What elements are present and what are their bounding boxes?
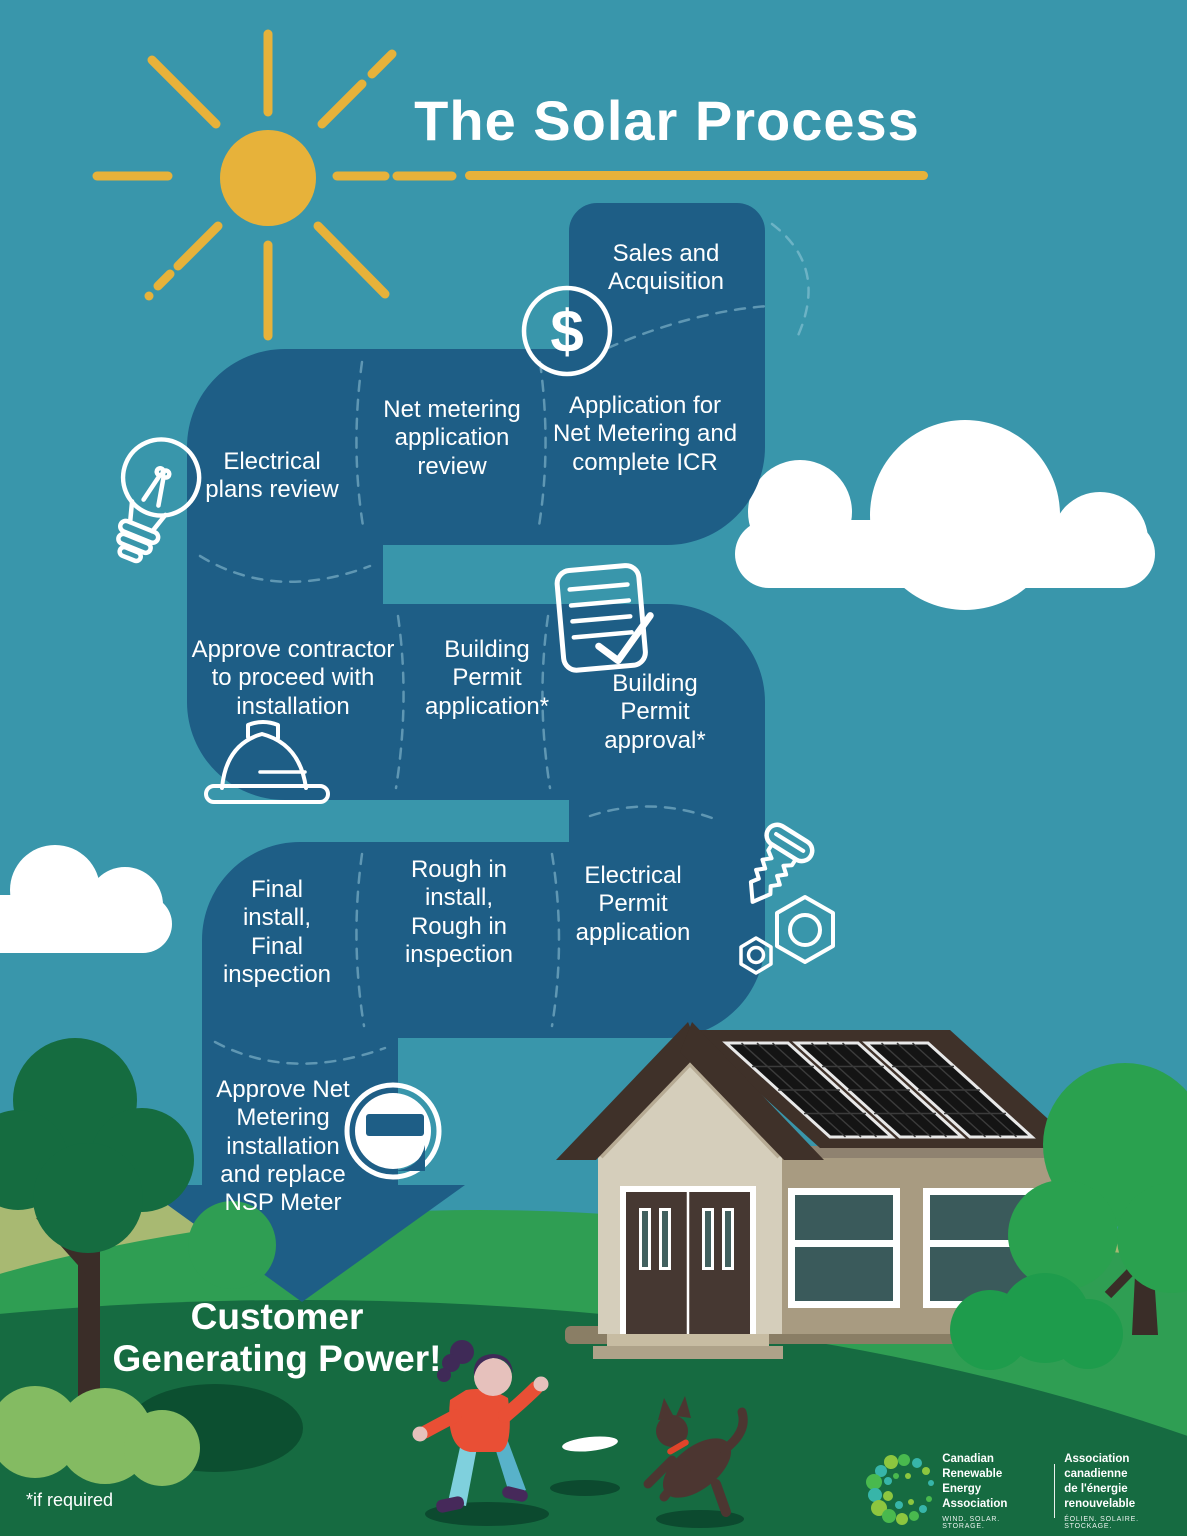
solar-panel-grid [740, 1042, 1018, 1138]
girl [412, 1340, 549, 1526]
step-building-permit-application: Building Permit application* [424, 636, 550, 720]
tree-left [0, 1038, 303, 1486]
step-approve-net-metering: Approve Net Metering installation and re… [216, 1076, 350, 1217]
lightbulb-icon [116, 437, 202, 564]
front-door [593, 1186, 783, 1359]
dashed-route-lines [198, 222, 810, 1065]
step-electrical-plans-review: Electrical plans review [205, 448, 339, 504]
title-underline [465, 171, 928, 180]
step-approve-contractor: Approve contractor to proceed with insta… [191, 636, 395, 720]
association-logo-mark [866, 1454, 934, 1525]
step-building-permit-approval: Building Permit approval* [604, 670, 706, 754]
step-net-metering-review: Net metering application review [383, 396, 521, 480]
dog-collar [667, 1439, 689, 1455]
cloud-right [735, 420, 1155, 610]
logo-org-fr: Association canadienne de l'énergie reno… [1064, 1453, 1136, 1510]
power-meter-icon [344, 1082, 442, 1180]
cloud-left [0, 845, 172, 953]
step-electrical-permit-application: Electrical Permit application [575, 862, 691, 946]
footnote: *if required [26, 1490, 114, 1510]
tree-right [950, 1063, 1187, 1370]
hard-hat-icon [204, 720, 330, 804]
logo-org-en: Canadian Renewable Energy Association [942, 1453, 1008, 1510]
document-check-icon [554, 563, 654, 673]
round-tree [188, 1201, 276, 1289]
sun-icon [92, 29, 457, 341]
logo-tagline-fr: ÉOLIEN. SOLAIRE. STOCKAGE. [1064, 1515, 1139, 1530]
page-title: The Solar Process [414, 89, 920, 152]
screw-and-nuts-icon [739, 822, 835, 975]
dog [643, 1396, 748, 1528]
dollar-circle-icon: $ [521, 285, 613, 377]
step-rough-in-install: Rough in install, Rough in inspection [404, 856, 514, 968]
bush-left [0, 1386, 200, 1486]
door-step [607, 1334, 769, 1346]
logo-divider [1053, 1464, 1056, 1518]
step-application-net-metering: Application for Net Metering and complet… [552, 392, 738, 476]
step-final-install: Final install, Final inspection [222, 876, 332, 988]
step-sales-and-acquisition: Sales and Acquisition [607, 240, 725, 296]
association-logo: Canadian Renewable Energy Association WI… [860, 1450, 1187, 1532]
frisbee-shadow [550, 1480, 620, 1496]
outcome-label: Customer Generating Power! [112, 1296, 442, 1380]
frisbee [562, 1436, 618, 1452]
dollar-glyph: $ [550, 298, 583, 365]
bush-right [950, 1273, 1123, 1370]
logo-dots-spacer [860, 1450, 933, 1532]
logo-tagline-en: WIND. SOLAR. STORAGE. [942, 1515, 1001, 1530]
